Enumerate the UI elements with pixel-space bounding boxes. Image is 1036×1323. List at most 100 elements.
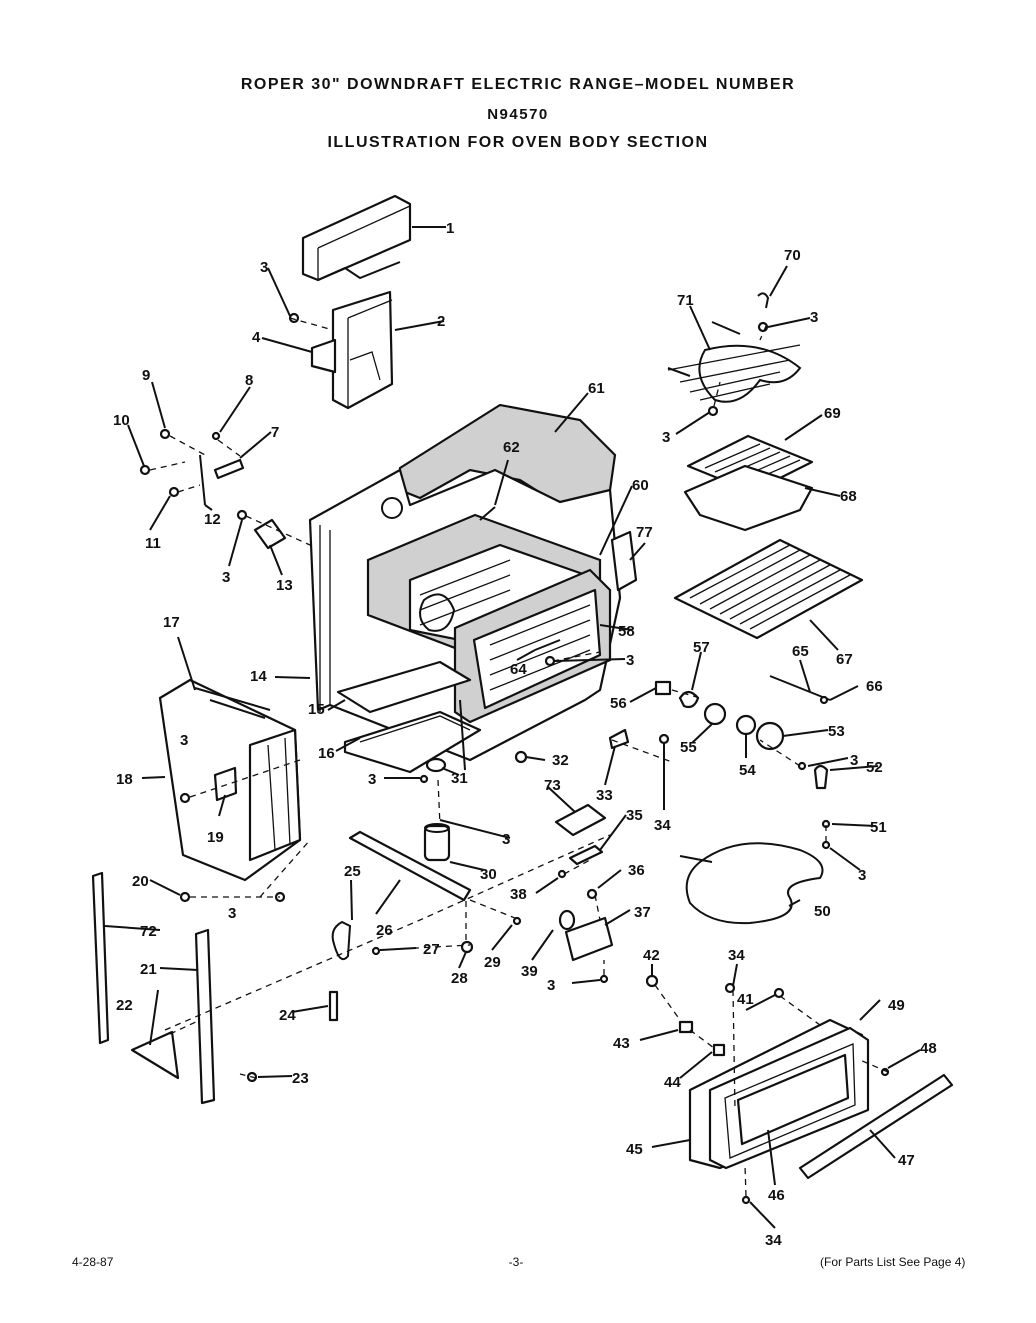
oven-light-housing [419,593,456,632]
callout-32: 32 [552,752,569,769]
screw-3-broil-low [707,405,719,417]
part-72-trim-strip [91,871,110,1045]
leader-lines [104,226,921,1229]
callout-31: 31 [451,770,468,787]
callout-49: 49 [888,997,905,1014]
part-2-vent-duct [331,290,394,410]
callout-62: 62 [503,439,520,456]
callout-30: 30 [480,866,497,883]
page-number: -3- [508,1255,524,1269]
callout-61: 61 [588,380,605,397]
screw-20 [179,891,191,903]
part-8-screw [211,431,221,441]
part-32-nut [514,750,528,764]
part-70-clip [757,292,770,309]
part-19-clip [213,766,238,802]
part-62-bracket [479,506,496,521]
callout-46: 46 [768,1187,785,1204]
part-71-broil-element [667,321,802,403]
screw-3-knob [821,840,831,850]
callout-7: 7 [271,424,279,441]
part-35-switch [568,844,604,866]
part-16-broil-drawer-pan [343,710,482,774]
part-17-top-channel [194,687,271,719]
callout-54: 54 [739,762,756,779]
callout-23: 23 [292,1070,309,1087]
callout-64: 64 [510,661,527,678]
screw-3-liner [544,655,556,667]
callout-3-motor: 3 [368,771,376,788]
callout-26: 26 [376,922,393,939]
callout-55: 55 [680,739,697,756]
part-46-door-glass [736,1053,850,1146]
part-54-lens [735,714,757,736]
callout-3-broil: 3 [810,309,818,326]
part-1-vent-cover [301,194,412,282]
part-65-rod [769,675,831,701]
callout-3-liner: 3 [626,652,634,669]
callout-53: 53 [828,723,845,740]
callout-14: 14 [250,668,267,685]
callout-35: 35 [626,807,643,824]
callout-3: 3 [260,259,268,276]
diagram-subtitle: ILLUSTRATION FOR OVEN BODY SECTION [327,134,709,151]
part-52-knob [813,764,829,790]
callout-52: 52 [866,759,883,776]
callout-11: 11 [145,535,161,552]
callout-42: 42 [643,947,660,964]
callout-68: 68 [840,488,857,505]
callout-3-ring: 3 [850,752,858,769]
screw-3-left [236,509,248,521]
callout-18: 18 [116,771,133,788]
callout-43: 43 [613,1035,630,1052]
callout-17: 17 [163,614,180,631]
part-22-bracket [130,1030,180,1080]
model-number: N94570 [487,106,549,123]
part-55-gasket [703,702,727,726]
callout-50: 50 [814,903,831,920]
part-14-side-channel [459,699,466,771]
screw-41 [773,987,785,999]
callout-41: 41 [737,991,754,1008]
part-47-handle [798,1073,954,1180]
callout-3-knob: 3 [858,867,866,884]
screw-36 [586,888,598,900]
callout-3-block: 3 [547,977,555,994]
part-10-screw [139,464,151,476]
callout-8: 8 [245,372,253,389]
part-12-rod [199,454,206,506]
part-30-motor [423,823,451,862]
part-33-bracket [608,728,630,750]
callout-56: 56 [610,695,627,712]
parts-list-note: (For Parts List See Page 4) [820,1255,966,1269]
part-15-bottom-panel [336,660,472,714]
callout-3-center: 3 [502,831,510,848]
part-53-ring [755,721,785,751]
part-26-support-rail [348,830,472,902]
screw-29 [512,916,522,926]
callout-34-door: 34 [728,947,745,964]
callout-69: 69 [824,405,841,422]
callout-60: 60 [632,477,649,494]
callout-25: 25 [344,863,361,880]
callout-numbers: 1 2 3 4 70 71 3 3 9 8 10 7 11 12 61 62 6… [113,220,937,1249]
callout-44: 44 [664,1074,681,1091]
callout-38: 38 [510,886,527,903]
callout-33: 33 [596,787,613,804]
part-11-washer [168,486,180,498]
callout-13: 13 [276,577,293,594]
callout-16: 16 [318,745,335,762]
callout-34-bottom: 34 [765,1232,782,1249]
callout-34-bracket: 34 [654,817,671,834]
part-7-bracket [213,458,245,480]
footer-date: 4-28-87 [72,1255,114,1269]
callout-73: 73 [544,777,561,794]
screw-34-bottom [741,1195,751,1205]
callout-2: 2 [437,313,445,330]
part-44-bracket [712,1043,726,1057]
screw-3-panel [179,792,191,804]
part-57-bulb [678,690,700,709]
callout-20: 20 [132,873,149,890]
callout-45: 45 [626,1141,643,1158]
